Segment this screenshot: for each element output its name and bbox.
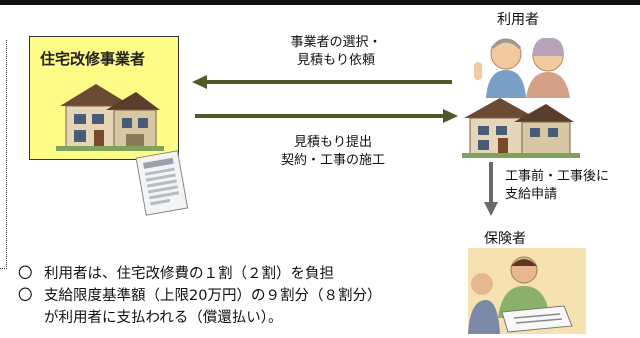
apply-label: 工事前・工事後に 支給申請 [505, 169, 610, 202]
user-house-icon [462, 98, 580, 158]
request-arrowhead [192, 75, 207, 89]
bullet-circle: 〇 [18, 266, 33, 282]
estimate-document-icon [135, 150, 189, 216]
note-2: 〇支給限度基準額（上限20万円）の９割分（８割分） [18, 286, 381, 307]
provide-label: 見積もり提出 契約・工事の施工 [280, 135, 385, 168]
user-label: 利用者 [497, 12, 539, 28]
contractor-title: 住宅改修事業者 [40, 50, 146, 68]
apply-arrowhead [484, 202, 498, 216]
dashed-bracket [0, 40, 7, 269]
request-label: 事業者の選択・ 見積もり依頼 [290, 35, 382, 68]
note-3: が利用者に支払われる（償還払い）。 [44, 310, 283, 326]
house-icon [56, 84, 164, 151]
note-1: 〇利用者は、住宅改修費の１割（２割）を負担 [18, 264, 334, 285]
insurer-meeting-icon [468, 248, 586, 334]
top-rule [0, 0, 640, 5]
provide-arrowhead [443, 109, 458, 123]
insurer-label: 保険者 [484, 231, 526, 247]
bullet-circle: 〇 [18, 288, 33, 304]
elderly-couple-icon [474, 37, 570, 98]
